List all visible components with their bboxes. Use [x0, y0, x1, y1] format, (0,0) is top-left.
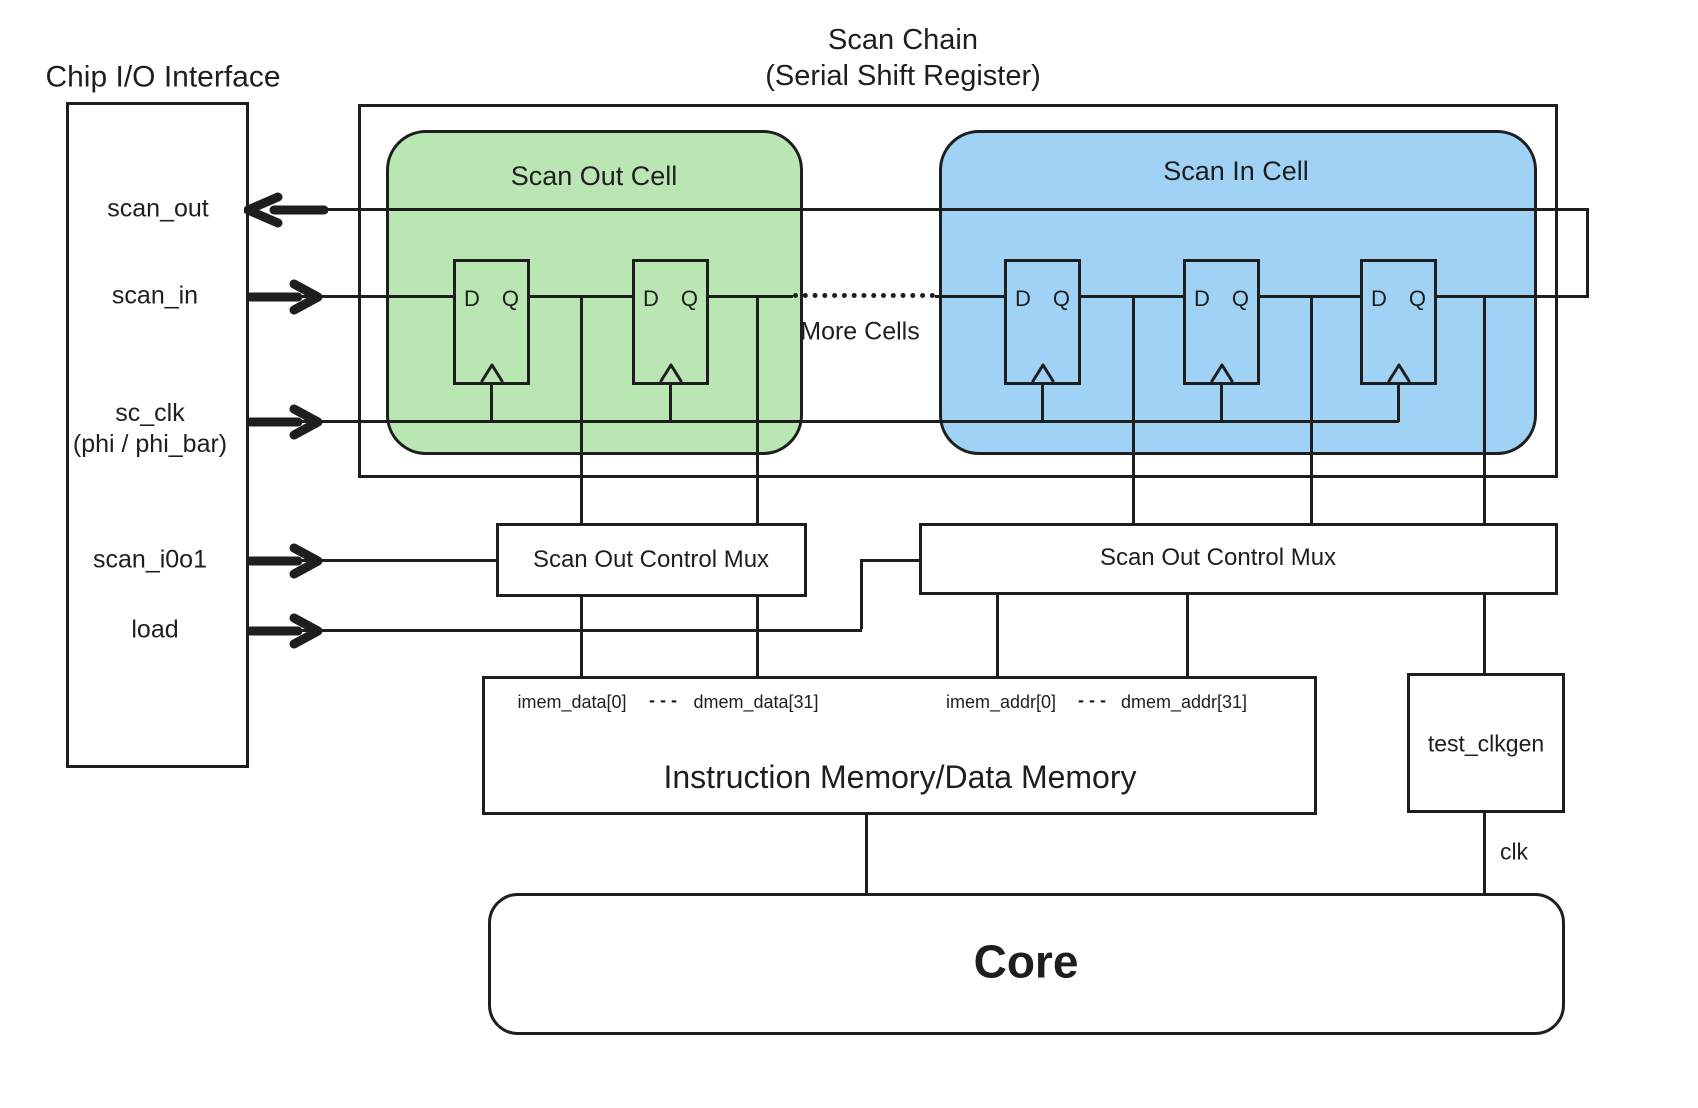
signal-label-sc-clk-line1: sc_clk	[115, 398, 185, 427]
wire-load-jog-top	[862, 559, 919, 562]
flipflop-3: D Q	[1004, 259, 1081, 385]
diagram-title: Scan Chain (Serial Shift Register)	[765, 22, 1041, 95]
test-clkgen-box	[1407, 673, 1565, 813]
wire-scan-in	[300, 295, 453, 298]
flipflop-q-label: Q	[1408, 286, 1426, 311]
flipflop-2: D Q	[632, 259, 709, 385]
scan-in-arrow-icon	[245, 279, 326, 320]
chip-io-box	[66, 102, 249, 768]
scan-out-arrow-icon	[243, 192, 329, 233]
wire-tap1-bottom	[580, 595, 583, 676]
memory-port-data-dots: - - -	[649, 689, 677, 710]
scan-out-control-mux-1	[496, 523, 807, 597]
wire-clkgen-in	[1483, 595, 1486, 673]
wire-ff6-out	[1437, 295, 1589, 298]
wire-ff4-to-ff5	[1081, 295, 1183, 298]
signal-label-sc-clk-line2: (phi / phi_bar)	[72, 430, 228, 458]
wire-tap3-top	[1132, 297, 1135, 523]
mux2-label: Scan Out Control Mux	[1099, 544, 1337, 571]
scan-out-control-mux-2	[919, 523, 1558, 595]
signal-label-sc-clk: sc_clk (phi / phi_bar)	[73, 398, 227, 461]
scan-chain-outer-box	[358, 104, 1558, 478]
scan-i0o1-arrow-icon	[245, 543, 326, 584]
diagram-title-line1: Scan Chain	[828, 23, 978, 56]
signal-label-scan-in: scan_in	[111, 281, 199, 310]
wire-clk-stub-ff5	[1220, 385, 1223, 422]
wire-tap2-top	[756, 297, 759, 523]
wire-clk-stub-ff4	[1041, 385, 1044, 422]
flipflop-q-label: Q	[680, 286, 698, 311]
flipflop-d-label: D	[643, 286, 659, 311]
load-arrow-icon	[245, 613, 326, 654]
wire-mem-to-core	[865, 815, 868, 893]
wire-clk-stub-ff1	[490, 385, 493, 422]
flipflop-d-label: D	[1371, 286, 1387, 311]
wire-tap5-top	[1483, 297, 1486, 523]
wire-scan-out	[326, 208, 1589, 211]
chip-io-title: Chip I/O Interface	[45, 60, 281, 94]
wire-mux2-out1	[996, 595, 999, 676]
test-clkgen-label: test_clkgen	[1427, 730, 1545, 757]
memory-port-imem-addr: imem_addr[0]	[945, 691, 1057, 712]
memory-box	[482, 676, 1317, 815]
memory-port-imem-data: imem_data[0]	[517, 691, 627, 712]
mux1-label: Scan Out Control Mux	[532, 546, 770, 573]
wire-load-jog	[860, 559, 863, 629]
clock-triangle-icon	[659, 363, 682, 383]
flipflop-d-label: D	[1015, 286, 1031, 311]
memory-title: Instruction Memory/Data Memory	[663, 759, 1137, 795]
wire-clkgen-out	[1483, 813, 1486, 893]
memory-port-addr-dots: - - -	[1078, 689, 1106, 710]
clk-label: clk	[1499, 838, 1529, 865]
flipflop-q-label: Q	[1052, 286, 1070, 311]
core-box	[488, 893, 1565, 1035]
flipflop-1: D Q	[453, 259, 530, 385]
wire-tap2-bottom	[756, 595, 759, 676]
wire-tap4-top	[1310, 297, 1313, 523]
scan-out-cell-label: Scan Out Cell	[510, 161, 678, 192]
wire-ff1-to-ff2	[530, 295, 632, 298]
clock-triangle-icon	[1387, 363, 1410, 383]
signal-label-scan-i0o1: scan_i0o1	[93, 545, 207, 574]
wire-ff5-to-ff6	[1260, 295, 1360, 298]
sc-clk-arrow-icon	[245, 404, 326, 445]
flipflop-q-label: Q	[1231, 286, 1249, 311]
memory-port-dmem-data: dmem_data[31]	[693, 691, 819, 712]
more-cells-label: More Cells	[800, 317, 920, 346]
flipflop-d-label: D	[464, 286, 480, 311]
flipflop-5: D Q	[1360, 259, 1437, 385]
wire-tap1-top	[580, 297, 583, 523]
signal-label-scan-out: scan_out	[107, 194, 209, 223]
wire-sc-clk	[300, 420, 1399, 423]
wire-ff2-out	[709, 295, 793, 298]
wire-mux2-out2	[1186, 595, 1189, 676]
wire-ff4-in	[935, 295, 1004, 298]
clock-triangle-icon	[480, 363, 503, 383]
wire-loopback-right	[1586, 208, 1589, 298]
wire-more-cells-dotted	[793, 293, 935, 298]
memory-port-dmem-addr: dmem_addr[31]	[1120, 691, 1248, 712]
flipflop-q-label: Q	[501, 286, 519, 311]
scan-in-cell	[939, 130, 1537, 455]
core-label: Core	[973, 935, 1079, 988]
wire-scan-i0o1	[300, 559, 496, 562]
clock-triangle-icon	[1031, 363, 1054, 383]
scan-in-cell-label: Scan In Cell	[1163, 156, 1309, 187]
clock-triangle-icon	[1210, 363, 1233, 383]
signal-label-load: load	[131, 615, 179, 644]
wire-clk-stub-ff6	[1397, 385, 1400, 422]
diagram-title-line2: (Serial Shift Register)	[765, 60, 1041, 92]
wire-clk-stub-ff2	[669, 385, 672, 422]
flipflop-d-label: D	[1194, 286, 1210, 311]
flipflop-4: D Q	[1183, 259, 1260, 385]
